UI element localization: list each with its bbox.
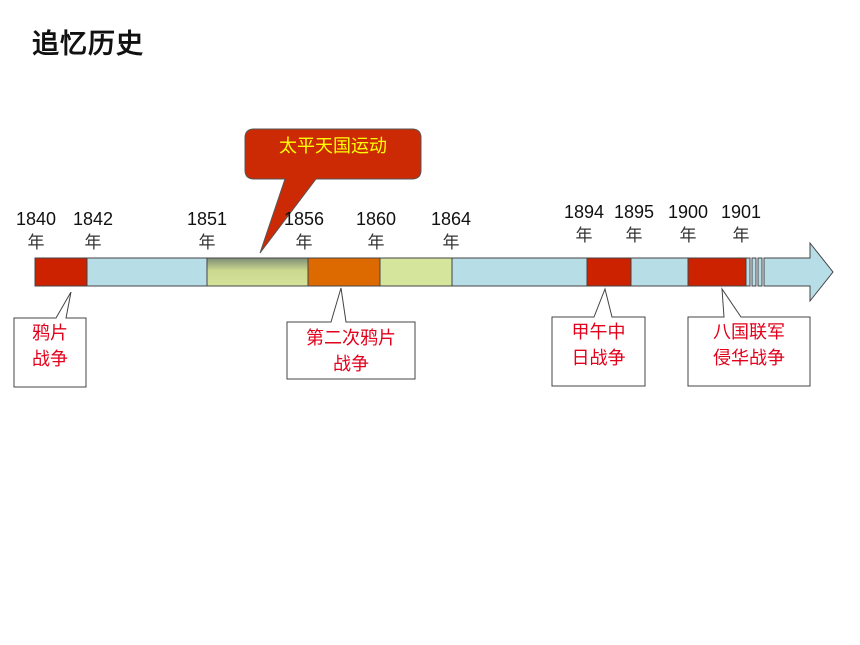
year-1900: 1900 年 <box>653 200 723 248</box>
year-1851: 1851 年 <box>172 207 242 255</box>
eight-nation-label: 八国联军 侵华战争 <box>688 320 810 372</box>
callout-sino-japanese-war <box>551 287 646 387</box>
year-value: 1894 <box>563 202 605 222</box>
year-value: 1860 <box>355 209 397 229</box>
label-line: 八国联军 <box>713 322 785 343</box>
segment-opium-war-2 <box>307 257 381 287</box>
segment-opium-war-1 <box>34 257 88 287</box>
label-line: 侵华战争 <box>713 348 785 369</box>
label-line: 鸦片 <box>32 323 68 344</box>
break-mark-2 <box>757 257 763 287</box>
segment-eight-nation <box>687 257 747 287</box>
year-unit: 年 <box>732 226 750 246</box>
callout-eight-nation <box>687 287 811 387</box>
opium-war-2-label: 第二次鸦片 战争 <box>287 326 415 378</box>
year-value: 1900 <box>667 202 709 222</box>
opium-war-1-label: 鸦片 战争 <box>14 321 86 373</box>
year-value: 1901 <box>720 202 762 222</box>
callout-opium-war-2 <box>286 287 416 380</box>
label-line: 战争 <box>333 354 369 375</box>
year-unit: 年 <box>295 233 313 253</box>
taiping-label: 太平天国运动 <box>279 136 387 157</box>
label-line: 日战争 <box>571 348 626 369</box>
year-1895: 1895 年 <box>599 200 669 248</box>
year-unit: 年 <box>27 233 45 253</box>
label-line: 战争 <box>32 349 68 370</box>
callout-taiping <box>244 128 422 254</box>
year-value: 1864 <box>430 209 472 229</box>
segment-taiping <box>206 257 309 287</box>
year-value: 1840 <box>15 209 57 229</box>
year-unit: 年 <box>679 226 697 246</box>
year-unit: 年 <box>367 233 385 253</box>
year-unit: 年 <box>198 233 216 253</box>
year-1864: 1864 年 <box>416 207 486 255</box>
year-1856: 1856 年 <box>269 207 339 255</box>
year-1860: 1860 年 <box>341 207 411 255</box>
page-title: 追忆历史 <box>32 29 144 60</box>
year-unit: 年 <box>575 226 593 246</box>
year-1840: 1840 年 <box>1 207 71 255</box>
segment-sino-japanese-war <box>586 257 632 287</box>
year-1842: 1842 年 <box>58 207 128 255</box>
sino-japanese-war-label: 甲午中 日战争 <box>552 320 645 372</box>
callout-opium-war-1 <box>13 291 87 388</box>
year-value: 1851 <box>186 209 228 229</box>
year-unit: 年 <box>84 233 102 253</box>
year-value: 1856 <box>283 209 325 229</box>
segment-taiping-late <box>379 257 453 287</box>
break-mark-1 <box>751 257 757 287</box>
year-value: 1895 <box>613 202 655 222</box>
timeline-arrow <box>763 241 834 303</box>
label-line: 第二次鸦片 <box>306 328 396 349</box>
year-1894: 1894 年 <box>549 200 619 248</box>
year-unit: 年 <box>442 233 460 253</box>
year-value: 1842 <box>72 209 114 229</box>
year-unit: 年 <box>625 226 643 246</box>
year-1901: 1901 年 <box>706 200 776 248</box>
label-line: 甲午中 <box>571 322 626 343</box>
